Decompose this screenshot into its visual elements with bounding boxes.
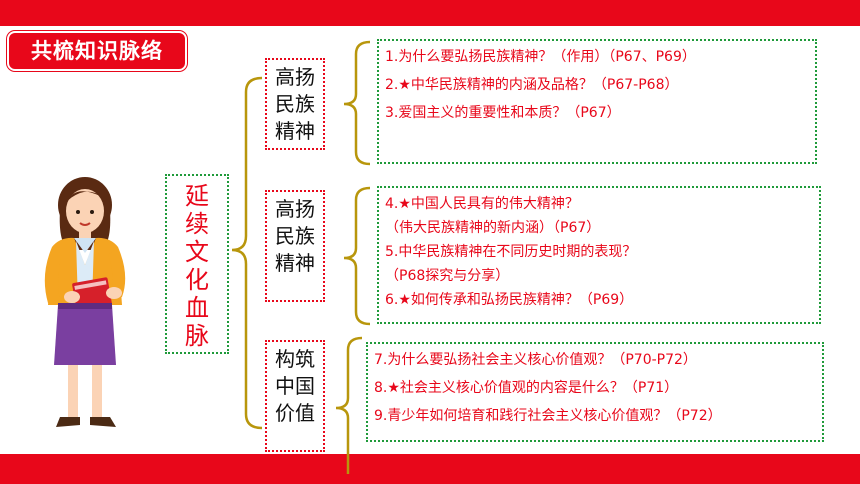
question-item: 3.爱国主义的重要性和本质？（P67） [385, 105, 621, 121]
question-item: 7.为什么要弘扬社会主义核心价值观？（P70-P72） [374, 352, 697, 368]
question-item: 6.★如何传承和弘扬民族精神？（P69） [385, 292, 634, 308]
root-topic-text: 延 续 文 化 血 脉 [167, 182, 227, 350]
branch-1-box: 高扬 民族 精神 [265, 58, 325, 150]
branch-3-box: 构筑 中国 价值 [265, 340, 325, 452]
branch-2-details: 4.★中国人民具有的伟大精神？ （伟大民族精神的新内涵）（P67） 5.中华民族… [377, 186, 821, 324]
question-item: 8.★社会主义核心价值观的内容是什么？（P71） [374, 380, 679, 396]
branch-2-box: 高扬 民族 精神 [265, 190, 325, 302]
branch-label-line: 价值 [275, 401, 315, 425]
page-title: 共梳知识脉络 [7, 31, 187, 71]
top-banner [0, 0, 860, 26]
question-item: 1.为什么要弘扬民族精神？（作用）（P67、P69） [385, 49, 696, 65]
root-topic-box: 延 续 文 化 血 脉 [165, 174, 229, 354]
teacher-illustration [44, 177, 126, 427]
question-item: 4.★中国人民具有的伟大精神？ [385, 196, 579, 212]
bottom-banner [0, 454, 860, 484]
root-char: 化 [185, 266, 209, 294]
branch-label-line: 高扬 [275, 197, 315, 221]
branch-label-line: 民族 [275, 92, 315, 116]
question-item: 9.青少年如何培育和践行社会主义核心价值观？（P72） [374, 408, 722, 424]
branch-label-line: 精神 [275, 119, 315, 143]
question-item: （伟大民族精神的新内涵）（P67） [385, 220, 601, 236]
branch-1-details: 1.为什么要弘扬民族精神？（作用）（P67、P69） 2.★中华民族精神的内涵及… [377, 39, 817, 164]
branch-label-line: 中国 [275, 374, 315, 398]
branch-label-line: 构筑 [275, 347, 315, 371]
branch-label-line: 高扬 [275, 65, 315, 89]
question-item: （P68探究与分享） [385, 268, 510, 284]
question-item: 5.中华民族精神在不同历史时期的表现？ [385, 244, 637, 260]
root-char: 血 [185, 294, 209, 322]
root-char: 延 [185, 182, 209, 210]
root-char: 续 [185, 210, 209, 238]
root-char: 文 [185, 238, 209, 266]
root-char: 脉 [185, 322, 209, 350]
branch-3-details: 7.为什么要弘扬社会主义核心价值观？（P70-P72） 8.★社会主义核心价值观… [366, 342, 824, 442]
question-item: 2.★中华民族精神的内涵及品格？（P67-P68） [385, 77, 679, 93]
branch-label-line: 精神 [275, 251, 315, 275]
branch-label-line: 民族 [275, 224, 315, 248]
